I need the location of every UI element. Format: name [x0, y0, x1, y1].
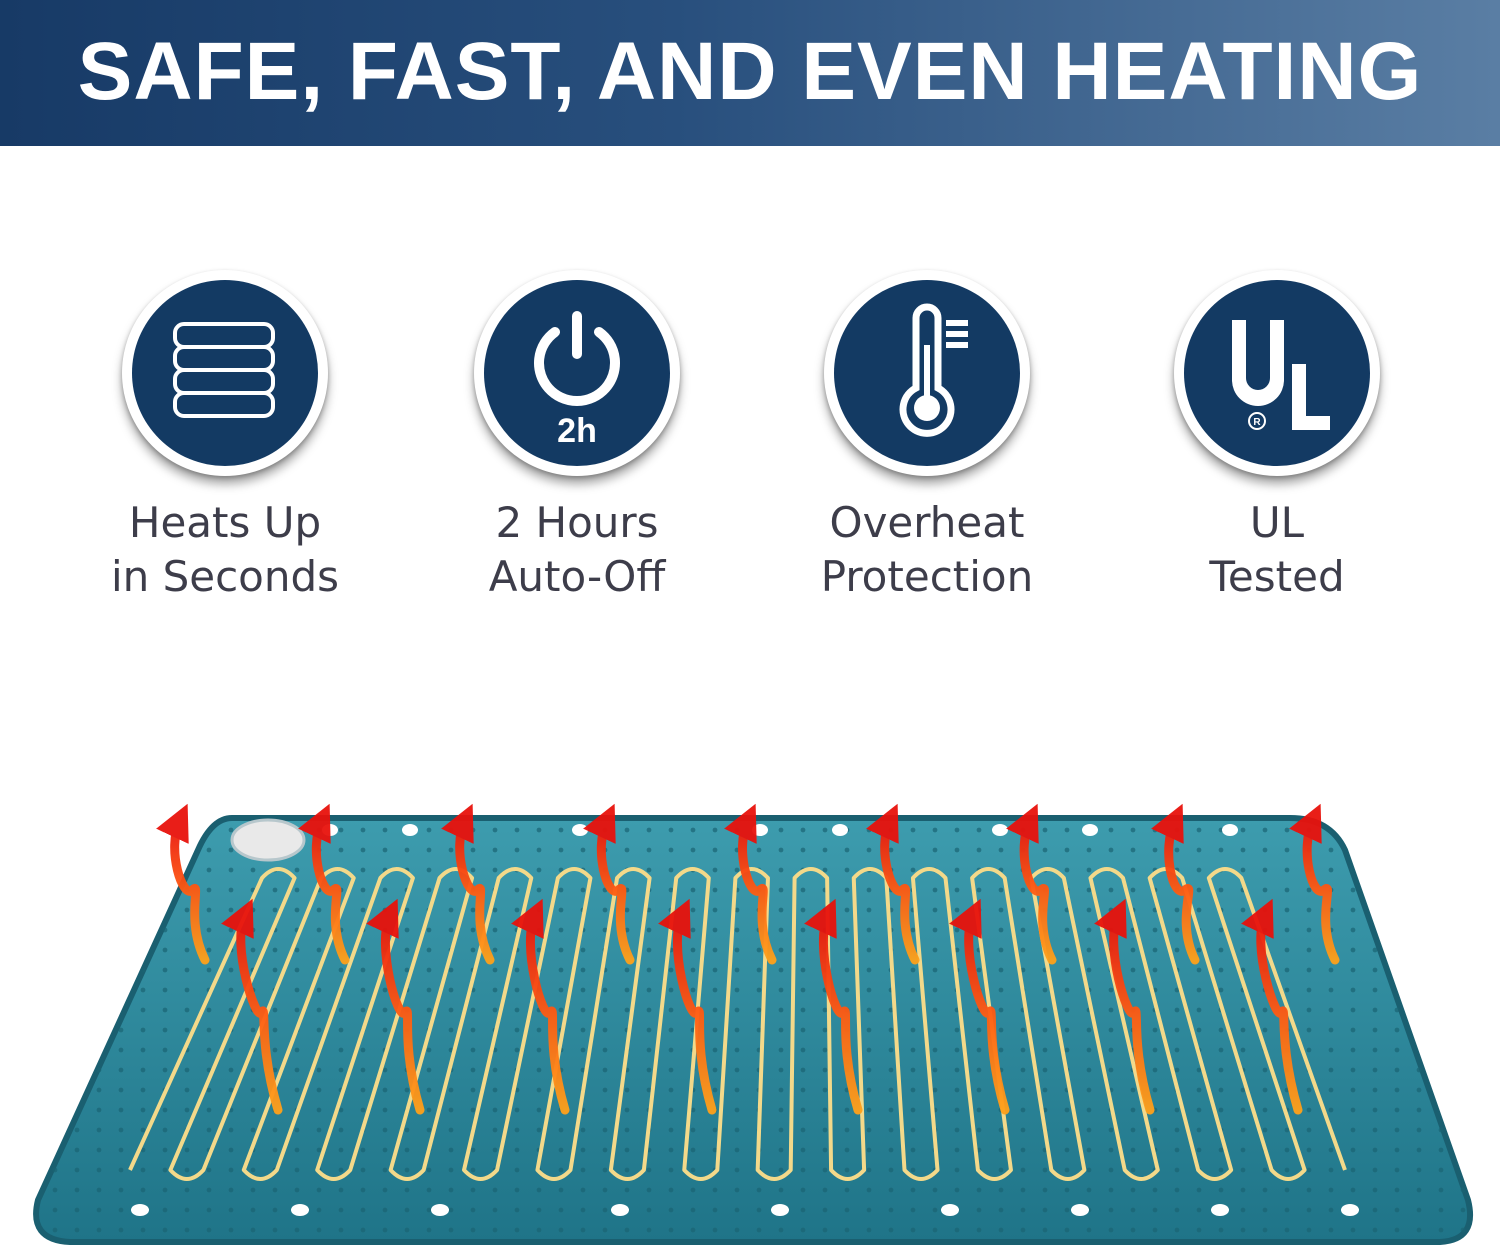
heating-pad-illustration [0, 700, 1500, 1249]
feature-label-line1: Overheat [829, 498, 1025, 547]
controller-socket [230, 818, 306, 862]
title-banner: SAFE, FAST, AND EVEN HEATING [0, 0, 1500, 146]
feature-label-line2: in Seconds [110, 552, 340, 601]
power-timer-icon: 2h [534, 311, 620, 450]
heating-coil [128, 867, 1347, 1181]
feature-label-line2: Protection [820, 552, 1034, 601]
feature-label-line1: 2 Hours [495, 498, 659, 547]
feature-heats-up: Heats Up in Seconds [75, 270, 375, 604]
feature-auto-off: 2h 2 Hours Auto-Off [427, 270, 727, 604]
feature-label: Overheat Protection [777, 496, 1077, 604]
feature-label: Heats Up in Seconds [75, 496, 375, 604]
feature-badge: R [1174, 270, 1380, 476]
feature-overheat: Overheat Protection [777, 270, 1077, 604]
feature-label: 2 Hours Auto-Off [427, 496, 727, 604]
feature-label-line1: Heats Up [128, 498, 322, 547]
banner-title: SAFE, FAST, AND EVEN HEATING [77, 26, 1423, 117]
feature-label-line2: Tested [1209, 552, 1345, 601]
thermometer-icon [899, 303, 968, 437]
feature-label: UL Tested [1127, 496, 1427, 604]
feature-badge: 2h [474, 270, 680, 476]
feature-badge [824, 270, 1030, 476]
feature-label-line2: Auto-Off [488, 552, 666, 601]
svg-text:R: R [1253, 417, 1261, 428]
ul-logo-icon: R [1232, 320, 1330, 430]
timer-badge-text: 2h [557, 412, 597, 450]
feature-label-line1: UL [1249, 498, 1305, 547]
heat-arrows [156, 803, 1340, 1115]
heating-pad-image [33, 803, 1474, 1245]
feature-badge [122, 270, 328, 476]
layers-icon [173, 322, 275, 418]
feature-ul-tested: R UL Tested [1127, 270, 1427, 604]
